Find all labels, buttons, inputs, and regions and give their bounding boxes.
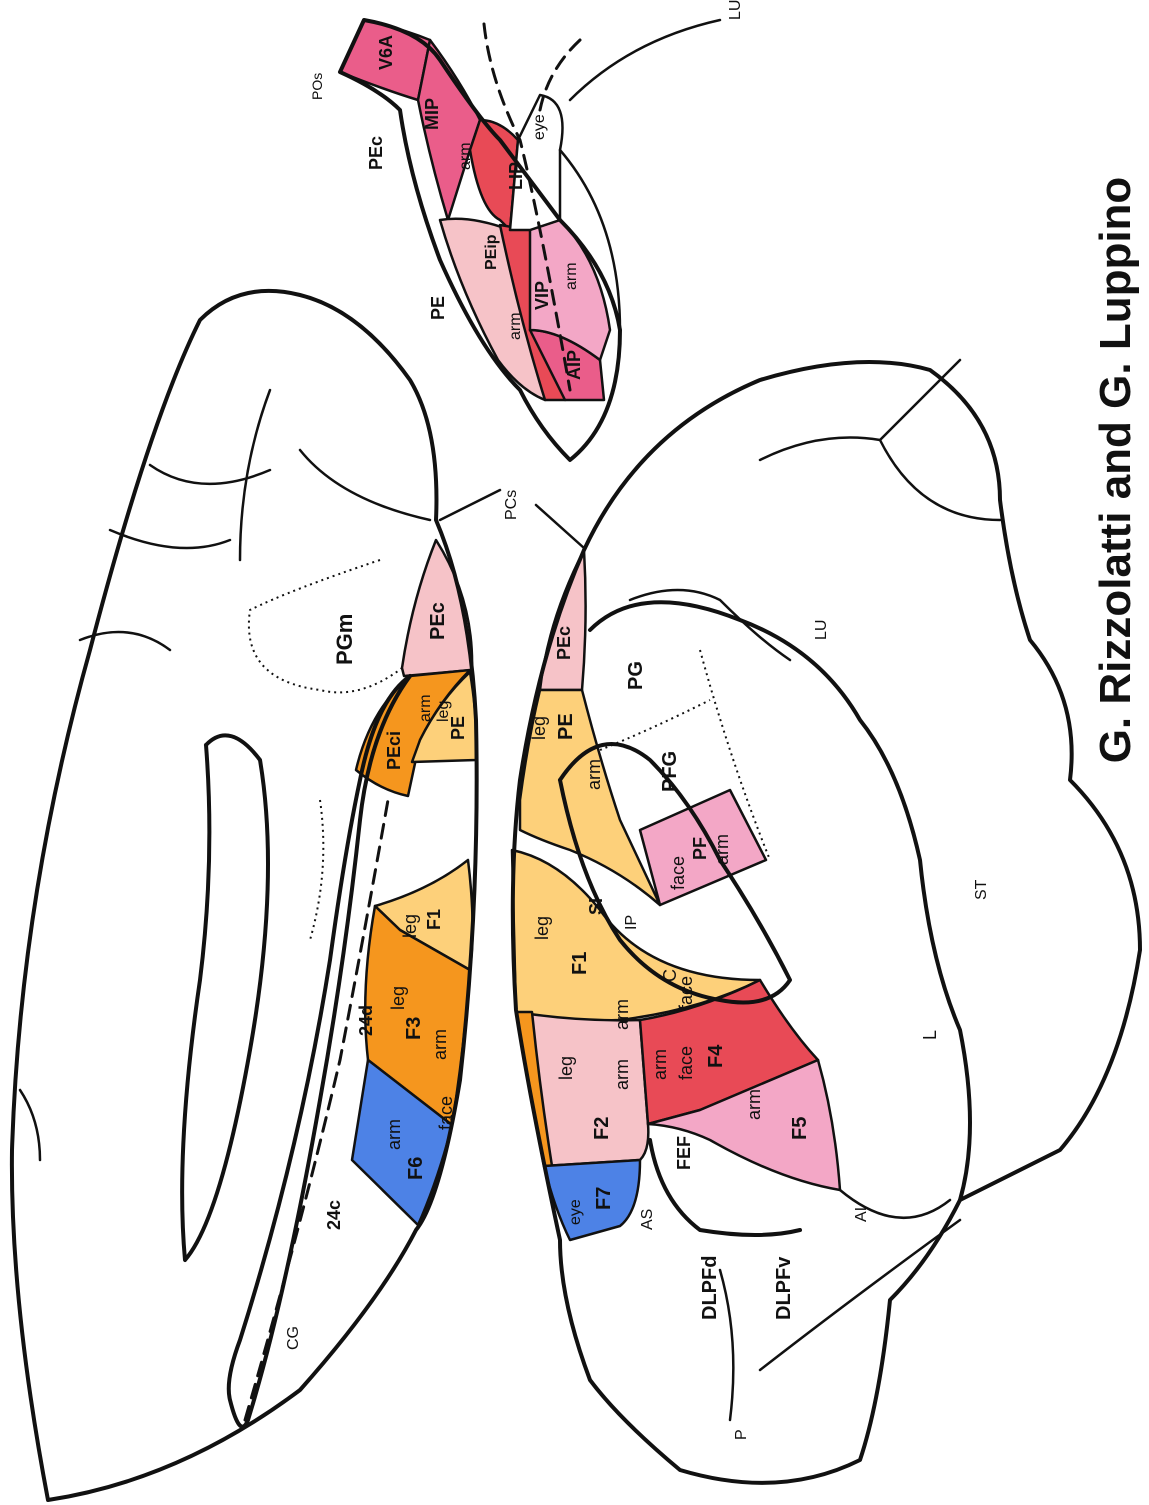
pg-pfg-boundary [600,700,710,750]
label-pos-inset: POs [309,73,325,100]
label-si: SI [586,898,606,915]
label-dlpfd: DLPFd [699,1256,721,1320]
lateral-hemisphere: PEc leg PE arm PG PFG face PF arm SI leg… [440,360,1140,1483]
label-f3-face: face [436,1096,456,1130]
lat-gyrus-1 [760,360,960,460]
pgm-boundary [249,560,402,692]
label-l: L [920,1030,940,1040]
label-pg: PG [625,661,647,690]
label-lu-inset: LU [727,0,744,20]
label-pf-face: face [668,856,688,890]
label-pe-leg-lateral: leg [529,716,549,740]
label-f3: F3 [403,1017,425,1040]
label-pfg: PFG [659,751,681,792]
label-mip-arm: arm [457,142,474,170]
label-ip: IP [623,915,640,930]
label-24d: 24d [356,1005,376,1036]
cingulate-dotted [310,800,323,940]
label-pecl: PEci [384,731,404,770]
label-f7-eye: eye [567,1199,584,1225]
label-f5-arm: arm [744,1089,764,1120]
label-aip-arm: arm [563,262,580,290]
pcs-arrow-left [440,490,500,520]
label-f1-lateral: F1 [569,952,591,975]
label-pec-inset: PEc [366,136,386,170]
pcs-arrow-right [536,505,584,548]
principal-sulcus [720,1270,733,1420]
label-f6-arm: arm [384,1119,404,1150]
label-f4-face: face [676,1046,696,1080]
label-f1-leg-medial: leg [400,914,420,938]
medial-hemisphere: PGm PEc PEci arm leg PE leg F1 leg F3 ar… [12,291,477,1500]
label-pecl-arm: arm [417,694,434,722]
label-pf: PF [690,837,710,860]
lat-gyrus-2 [880,440,1000,520]
label-lip-eye: eye [531,114,548,140]
cingulate-inner [182,735,268,1260]
label-f3-leg: leg [388,986,408,1010]
medial-sulcus-3 [300,450,430,520]
label-as: AS [639,1209,656,1230]
label-f4: F4 [705,1044,727,1068]
label-lu-lateral: LU [813,620,830,640]
label-f2-arm: arm [612,1059,632,1090]
label-pe-arm-lateral: arm [584,759,604,790]
label-24c: 24c [324,1200,344,1230]
label-cg: CG [285,1326,302,1350]
label-pec-medial: PEc [427,602,449,640]
label-f3-arm: arm [430,1029,450,1060]
label-pgm: PGm [332,614,357,665]
intraparietal-inset: V6A MIP arm PEc eye LIP PE PEip arm VIP … [309,0,744,460]
label-f7: F7 [593,1187,615,1210]
label-f6: F6 [405,1157,427,1180]
medial-sulcus-6 [20,1090,40,1160]
label-pf-arm: arm [712,834,732,865]
label-c: C [660,969,680,982]
label-f1-medial: F1 [424,909,444,930]
medial-sulcus-4 [110,530,230,548]
label-dlpfv: DLPFv [773,1256,795,1320]
label-aip: AIP [564,350,584,380]
label-p: P [733,1429,750,1440]
label-f2-leg: leg [556,1056,576,1080]
label-st: ST [973,879,990,900]
label-f1-leg-lateral: leg [532,916,552,940]
label-pec-lateral: PEc [554,626,574,660]
label-pep-arm: arm [507,312,524,340]
medial-sulcus-2 [150,465,270,484]
label-pe-inset: PE [428,296,448,320]
label-lip: LIP [506,162,526,190]
label-vip: VIP [532,281,552,310]
label-f1-arm-lateral: arm [612,999,632,1030]
label-pep: PEip [483,234,500,270]
label-pe-lateral: PE [555,713,577,740]
label-f4-arm: arm [650,1049,670,1080]
label-f5: F5 [789,1117,811,1140]
label-mip: MIP [422,98,442,130]
inset-sulcus-1 [570,20,720,100]
label-f2: F2 [591,1117,613,1140]
area-pec-lateral [540,550,586,690]
figure-credit: G. Rizzolatti and G. Luppino [1091,177,1140,764]
label-ai: AI [853,1207,870,1222]
label-v6a: V6A [376,35,396,70]
label-pcs: PCs [503,490,520,520]
label-pe-medial: PE [448,716,468,740]
label-fef: FEF [674,1136,694,1170]
